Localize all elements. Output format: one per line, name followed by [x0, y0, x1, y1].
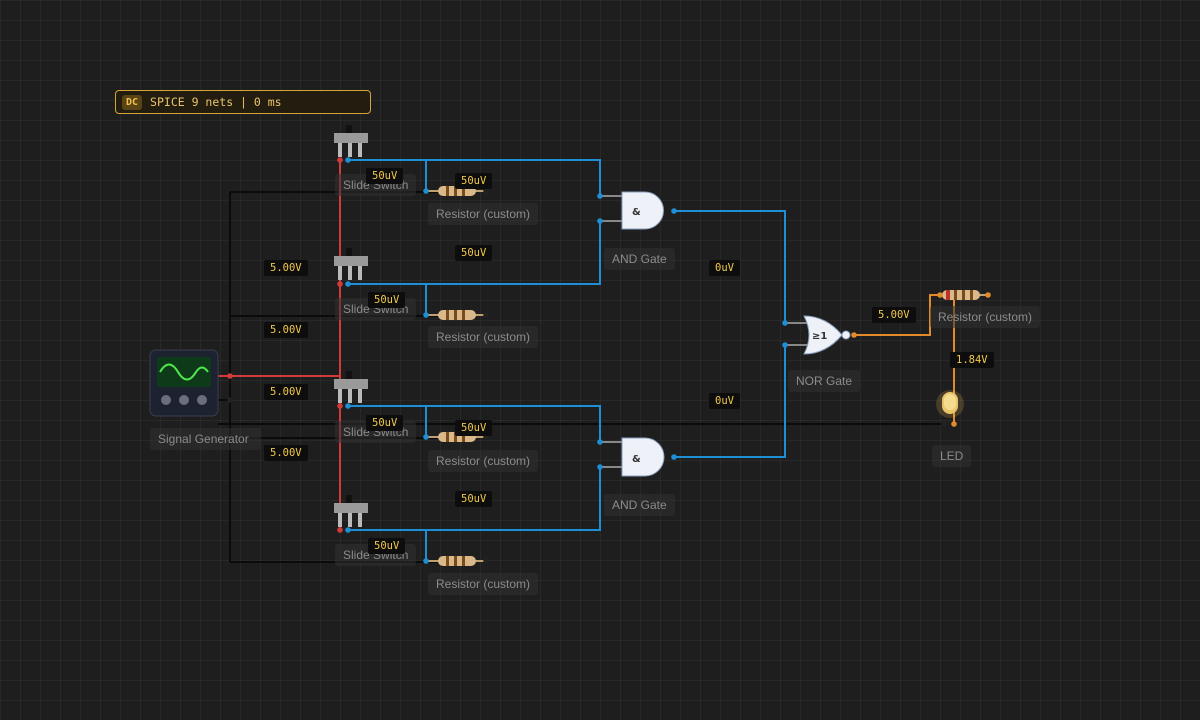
voltage-label: 50uV: [366, 415, 404, 431]
voltage-label: 5.00V: [264, 445, 308, 461]
signal-generator-label[interactable]: Signal Generator: [150, 428, 261, 450]
power-wires[interactable]: [218, 158, 341, 532]
slide-switch-2[interactable]: [334, 248, 368, 287]
and-gate-1-label[interactable]: AND Gate: [604, 248, 675, 270]
svg-text:≥1: ≥1: [812, 331, 827, 342]
resistor-4[interactable]: [423, 556, 489, 566]
svg-text:&: &: [632, 207, 641, 218]
and-gate-1[interactable]: &: [597, 191, 677, 230]
voltage-label: 50uV: [455, 420, 493, 436]
voltage-label: 5.00V: [264, 384, 308, 400]
resistor-2-label[interactable]: Resistor (custom): [428, 326, 539, 348]
resistor-2[interactable]: [423, 310, 489, 320]
led[interactable]: [936, 390, 964, 427]
voltage-label: 5.00V: [264, 322, 308, 338]
and-gate-2-label[interactable]: AND Gate: [604, 494, 675, 516]
nor-gate-label[interactable]: NOR Gate: [788, 370, 861, 392]
simulation-status-text: SPICE 9 nets | 0 ms: [150, 95, 282, 109]
voltage-label: 0uV: [709, 393, 740, 409]
resistor-3[interactable]: [423, 432, 489, 442]
voltage-label: 50uV: [368, 538, 406, 554]
resistor-1-label[interactable]: Resistor (custom): [428, 203, 539, 225]
voltage-label: 50uV: [455, 173, 493, 189]
nor-gate[interactable]: ≥1: [782, 315, 857, 355]
slide-switch-3[interactable]: [334, 371, 368, 409]
resistor-3-label[interactable]: Resistor (custom): [428, 450, 539, 472]
simulation-status-bar: DC SPICE 9 nets | 0 ms: [115, 90, 371, 114]
and-gate-2[interactable]: &: [597, 437, 677, 477]
slide-switch-4[interactable]: [334, 495, 368, 533]
signal-generator[interactable]: [149, 349, 233, 417]
svg-text:&: &: [632, 454, 641, 465]
signal-wires[interactable]: [348, 159, 805, 560]
resistor-5[interactable]: [937, 290, 991, 300]
dc-mode-badge: DC: [122, 94, 143, 110]
led-label[interactable]: LED: [932, 445, 972, 467]
voltage-label: 1.84V: [950, 352, 994, 368]
voltage-label: 0uV: [709, 260, 740, 276]
voltage-label: 50uV: [368, 292, 406, 308]
resistor-4-label[interactable]: Resistor (custom): [428, 573, 539, 595]
voltage-label: 5.00V: [264, 260, 308, 276]
slide-switch-1[interactable]: [334, 125, 368, 163]
voltage-label: 50uV: [366, 168, 404, 184]
voltage-label: 50uV: [455, 245, 493, 261]
voltage-label: 50uV: [455, 491, 493, 507]
resistor-5-label[interactable]: Resistor (custom): [930, 306, 1041, 328]
voltage-label: 5.00V: [872, 307, 916, 323]
